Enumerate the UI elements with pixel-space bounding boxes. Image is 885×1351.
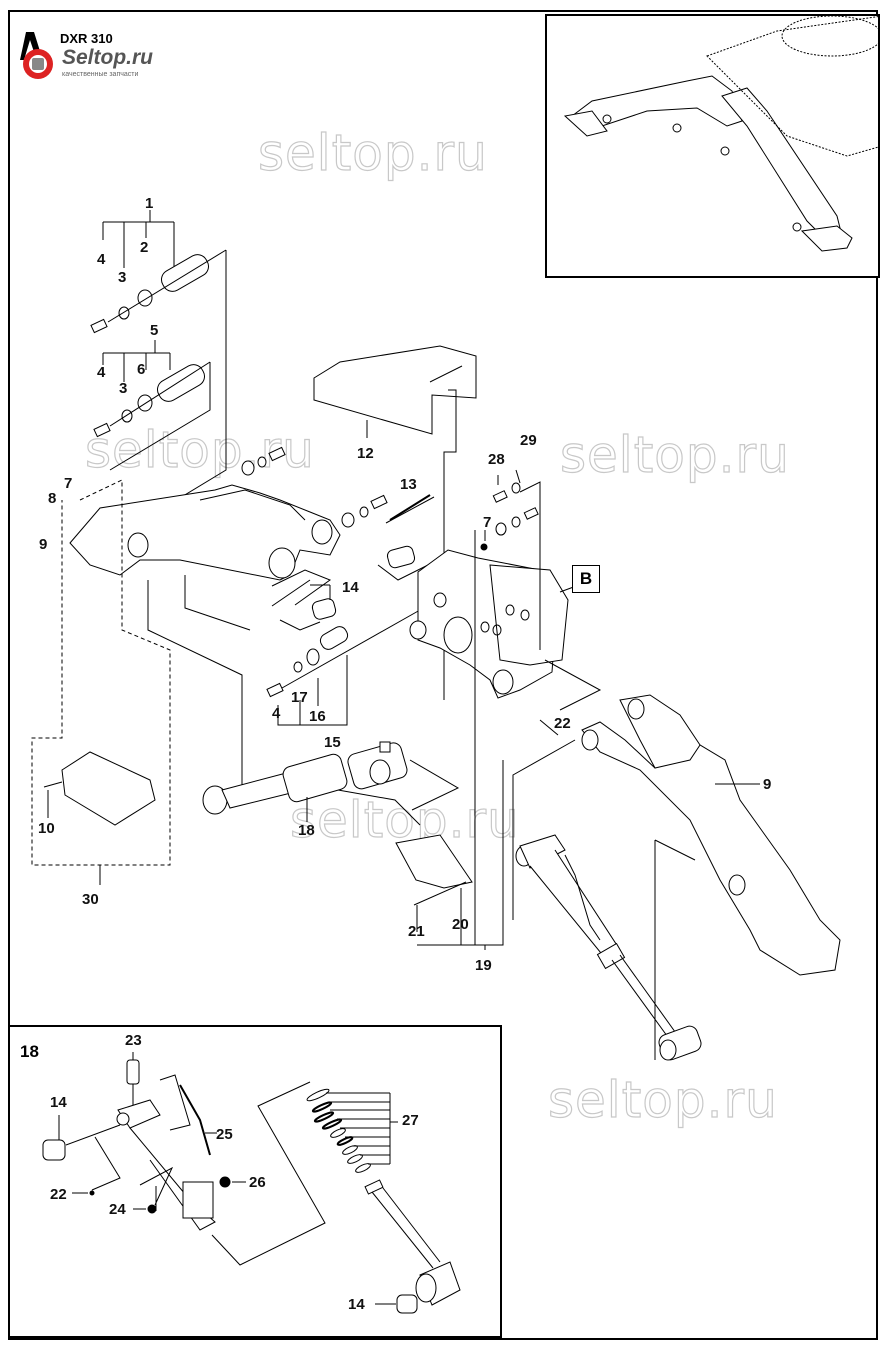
overview-drawing xyxy=(563,16,878,252)
leader-line xyxy=(184,575,251,631)
watermark: seltop.ru xyxy=(257,124,488,182)
logo-icon xyxy=(20,32,53,79)
pin-set-1 xyxy=(90,210,227,511)
part-label[interactable]: 15 xyxy=(324,734,341,751)
part-label[interactable]: 14 xyxy=(348,1296,365,1313)
part-label[interactable]: 21 xyxy=(408,923,425,940)
leader-line xyxy=(147,580,243,800)
watermark: seltop.ru xyxy=(289,791,520,849)
part-label[interactable]: 9 xyxy=(763,776,772,793)
part-label[interactable]: 28 xyxy=(488,451,505,468)
part-label[interactable]: 22 xyxy=(50,1186,67,1203)
part-label[interactable]: 2 xyxy=(140,239,149,256)
cylinder-right xyxy=(515,834,702,1061)
part-label[interactable]: 3 xyxy=(118,269,127,286)
part-label[interactable]: 17 xyxy=(291,689,308,706)
part-label[interactable]: 14 xyxy=(342,579,359,596)
part-label[interactable]: 6 xyxy=(137,361,146,378)
part-label[interactable]: 23 xyxy=(125,1032,142,1049)
overview-inset xyxy=(545,14,880,278)
kit-30-outline xyxy=(31,479,171,866)
cover-plate xyxy=(43,751,156,885)
model-title: DXR 310 xyxy=(60,31,113,46)
part-label[interactable]: 18 xyxy=(298,822,315,839)
watermark: seltop.ru xyxy=(547,1071,778,1129)
part-label[interactable]: 3 xyxy=(119,380,128,397)
callout-box-b: B xyxy=(572,565,600,593)
part-label[interactable]: 30 xyxy=(82,891,99,908)
part-label[interactable]: 13 xyxy=(400,476,417,493)
bracket-20 xyxy=(395,530,504,950)
diagram-frame xyxy=(8,10,878,1340)
cylinder-18 xyxy=(202,741,460,826)
part-label[interactable]: 10 xyxy=(38,820,55,837)
part-label[interactable]: 26 xyxy=(249,1174,266,1191)
right-arm xyxy=(512,694,841,976)
part-label[interactable]: 25 xyxy=(216,1126,233,1143)
part-label[interactable]: 27 xyxy=(402,1112,419,1129)
part-label[interactable]: 7 xyxy=(64,475,73,492)
brand-tagline: качественные запчасти xyxy=(62,71,139,78)
brand-name: Seltop.ru xyxy=(62,46,154,69)
part-label[interactable]: 1 xyxy=(145,195,154,212)
part-label[interactable]: 4 xyxy=(97,251,106,268)
part-label[interactable]: 5 xyxy=(150,322,159,339)
watermark: seltop.ru xyxy=(559,426,790,484)
part-label[interactable]: 7 xyxy=(483,514,492,531)
part-label[interactable]: 20 xyxy=(452,916,469,933)
part-label[interactable]: 12 xyxy=(357,445,374,462)
part-label[interactable]: 4 xyxy=(97,364,106,381)
part-label[interactable]: 19 xyxy=(475,957,492,974)
part-label[interactable]: 29 xyxy=(520,432,537,449)
left-arm xyxy=(69,446,435,581)
detail-inset-title: 18 xyxy=(20,1042,39,1061)
part-label[interactable]: 8 xyxy=(48,490,57,507)
seal-kit-27 xyxy=(306,1088,398,1173)
part-label[interactable]: 14 xyxy=(50,1094,67,1111)
part-label[interactable]: 4 xyxy=(272,705,281,722)
side-plate-assembly xyxy=(409,469,602,711)
pin-set-5 xyxy=(93,340,211,471)
part-label[interactable]: 16 xyxy=(309,708,326,725)
cover-12 xyxy=(313,345,477,700)
part-label[interactable]: 24 xyxy=(109,1201,126,1218)
part-label[interactable]: 9 xyxy=(39,536,48,553)
pivot-bushings xyxy=(266,545,439,726)
part-label[interactable]: 22 xyxy=(554,715,571,732)
